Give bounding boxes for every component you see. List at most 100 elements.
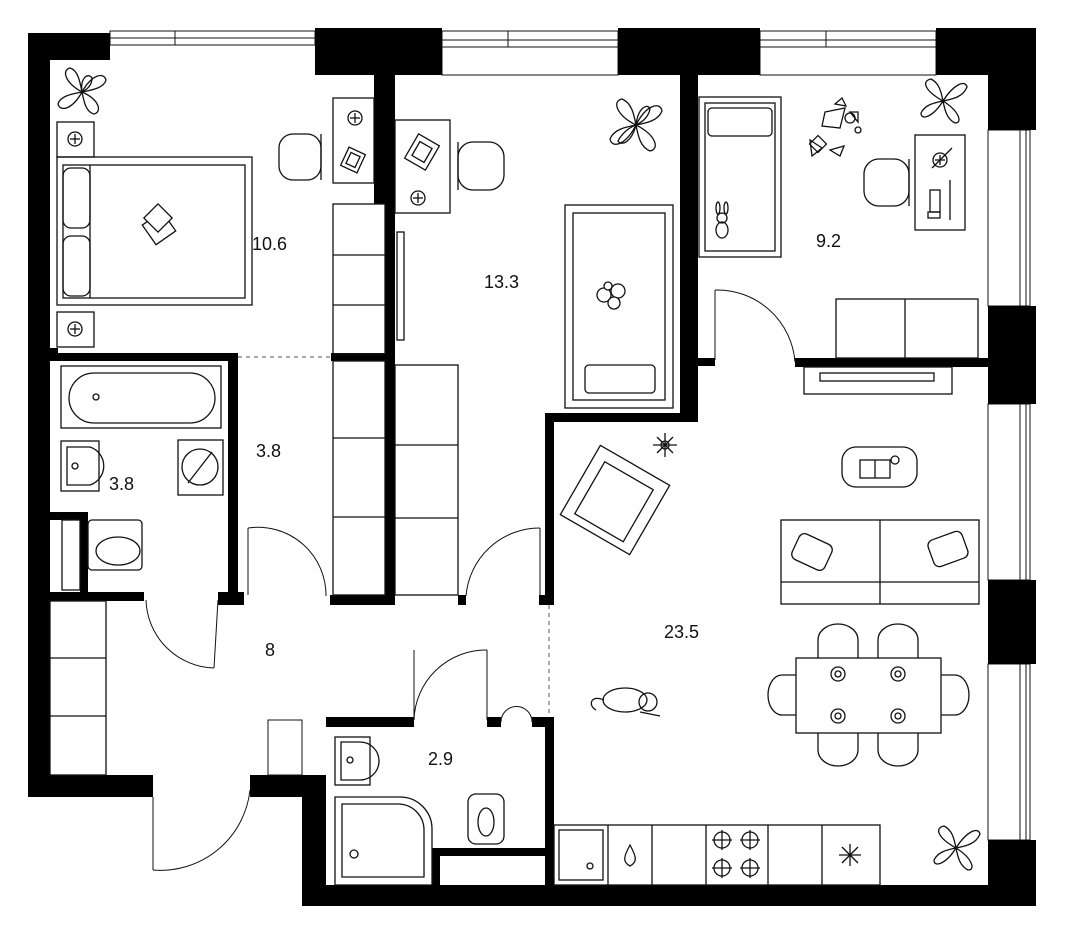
tv-stand — [803, 366, 953, 395]
area-label-hall: 8 — [265, 640, 275, 660]
washbasin-bathroom — [60, 440, 105, 492]
room-bedroom: 10.6 — [56, 67, 386, 355]
wardrobe-hall — [49, 600, 107, 776]
wall-wc-right — [545, 717, 554, 885]
wall-wc-top — [50, 512, 88, 520]
plate-4 — [890, 708, 906, 724]
faucet-icon — [624, 843, 636, 867]
wall-study-left — [385, 75, 395, 355]
toilet-bathroom — [61, 519, 143, 591]
wall-wc-top-right — [487, 717, 501, 727]
room-corridor: 3.8 — [256, 360, 386, 596]
fridge-snowflake-icon — [839, 844, 861, 866]
wall-study-bottom — [545, 413, 698, 422]
wall-right-1 — [988, 28, 1036, 130]
wardrobe-study — [394, 231, 459, 596]
door-entrance — [152, 789, 251, 871]
wall-entrance-right — [250, 775, 326, 797]
nightstand-top — [56, 121, 95, 158]
armchair — [559, 444, 671, 556]
wall-door-stub-1 — [458, 595, 466, 605]
door-study — [465, 527, 541, 597]
wall-entrance-left — [28, 775, 153, 797]
toilet-wc — [467, 793, 505, 845]
wall-right-3 — [988, 580, 1036, 664]
wall-study-kids — [680, 75, 698, 422]
wall-left — [28, 33, 50, 797]
desk-kids — [914, 134, 966, 231]
wall-living-left — [545, 413, 554, 605]
chair-3 — [817, 733, 859, 767]
bed — [56, 156, 253, 306]
window-study — [441, 30, 619, 76]
sofa-living — [780, 519, 980, 605]
wall-wc-divider — [80, 512, 88, 592]
area-label-kids: 9.2 — [816, 231, 841, 251]
wardrobe-corridor — [332, 360, 386, 596]
area-label-bedroom: 10.6 — [252, 234, 287, 254]
window-bedroom — [109, 30, 316, 46]
coffee-table — [841, 446, 918, 488]
cooktop — [712, 830, 760, 878]
chair-2 — [877, 623, 919, 658]
plate-3 — [830, 708, 846, 724]
walls — [28, 28, 1036, 906]
desk-chair-bedroom — [278, 133, 322, 181]
wall-wardrobe-right — [385, 361, 395, 605]
wall-bath-right — [228, 353, 238, 605]
wall-wc-top-right2 — [532, 717, 554, 727]
door-wc-2 — [500, 706, 533, 723]
wall-wc-shaft-side — [432, 848, 440, 885]
nightstand-bottom — [56, 311, 95, 348]
window-right-2 — [987, 403, 1031, 581]
area-label-study: 13.3 — [484, 272, 519, 292]
plate-2 — [890, 666, 906, 682]
window-kids — [759, 30, 937, 76]
area-label-corridor: 3.8 — [256, 441, 281, 461]
door-bathroom — [145, 599, 219, 669]
wall-wc-shaft-top — [432, 848, 545, 856]
room-living-kitchen: 23.5 — [553, 366, 981, 886]
chair-5 — [767, 674, 796, 716]
snowflake-decor-icon — [653, 433, 677, 457]
door-corridor — [247, 526, 327, 597]
window-right-3 — [987, 663, 1031, 841]
room-bathroom: 3.8 — [60, 365, 224, 591]
plate-1 — [830, 666, 846, 682]
room-study: 13.3 — [394, 98, 674, 596]
wall-top-right — [936, 28, 988, 75]
wall-corridor-top — [331, 353, 395, 361]
desk-study — [394, 119, 451, 214]
bathtub — [60, 365, 222, 429]
wall-top-mid2 — [618, 28, 760, 75]
window-right-1 — [987, 129, 1031, 307]
wall-corridor-bottom — [330, 595, 395, 605]
plant-kids-icon — [920, 78, 968, 124]
washbasin-wc — [334, 736, 380, 786]
wall-wc-top — [326, 717, 414, 727]
wall-right-2 — [988, 306, 1036, 404]
chair-6 — [941, 674, 970, 716]
desk-chair-kids — [863, 158, 910, 207]
room-hall: 8 — [49, 600, 275, 776]
area-label-living: 23.5 — [664, 622, 699, 642]
plant-study-icon — [609, 98, 663, 152]
wall-bath-bottom-right — [218, 592, 244, 605]
room-kids: 9.2 — [698, 78, 979, 359]
chair-4 — [877, 733, 919, 767]
shower — [334, 796, 433, 886]
wardrobe-bedroom — [332, 203, 386, 355]
room-wc: 2.9 — [334, 736, 505, 886]
single-bed-study — [564, 204, 674, 409]
kitchen-sink — [558, 829, 604, 881]
plant-living-icon — [933, 825, 981, 871]
sleeping-dog-icon — [590, 687, 661, 717]
wall-door-stub-2 — [539, 595, 554, 605]
toy-bunny-icon — [715, 201, 729, 239]
area-label-bathroom: 3.8 — [109, 474, 134, 494]
door-kids — [714, 289, 796, 363]
toys-icon — [808, 96, 862, 158]
entrance-panel — [267, 719, 303, 776]
door-wc — [413, 649, 488, 721]
